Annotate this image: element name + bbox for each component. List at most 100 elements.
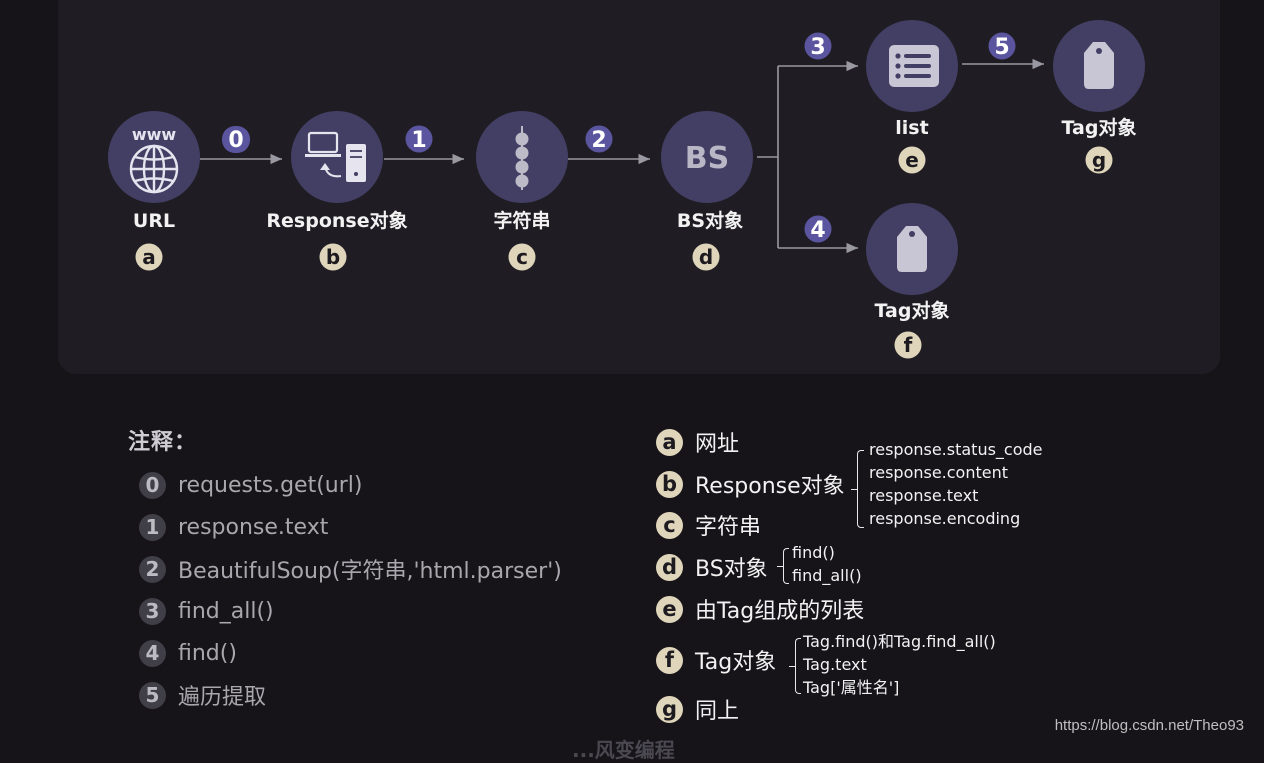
legend-badge: g xyxy=(656,695,683,723)
svg-text:4: 4 xyxy=(810,218,825,243)
note-step: 1 response.text xyxy=(139,512,328,542)
legend-item: g 同上 xyxy=(656,693,739,725)
legend-label: 字符串 xyxy=(695,515,762,540)
step-badge-3: 3 xyxy=(804,32,832,60)
legend-badge: e xyxy=(656,595,683,623)
list-icon xyxy=(889,45,939,87)
node-response: Response对象 b xyxy=(266,111,408,271)
legend-badge: b xyxy=(656,470,683,498)
svg-text:www: www xyxy=(132,125,177,144)
node-list-label: list xyxy=(895,117,928,139)
attr-item: response.encoding xyxy=(869,509,1021,528)
attr-item: response.text xyxy=(869,486,979,505)
legend-label: 由Tag组成的列表 xyxy=(695,599,865,624)
note-step: 4 find() xyxy=(139,638,237,668)
note-step-number: 1 xyxy=(139,513,166,541)
watermark: https://blog.csdn.net/Theo93 xyxy=(1054,717,1244,734)
legend-label: Response对象 xyxy=(695,474,845,499)
step-badge-2: 2 xyxy=(585,125,613,153)
legend-item: f Tag对象 xyxy=(656,644,776,676)
node-string: 字符串 c xyxy=(476,111,568,271)
node-string-label: 字符串 xyxy=(493,209,550,232)
computer-server-icon xyxy=(305,131,366,182)
note-step-label: BeautifulSoup(字符串,'html.parser') xyxy=(178,559,562,584)
node-list: list e xyxy=(866,20,958,174)
bs-bracket xyxy=(777,548,789,584)
svg-text:2: 2 xyxy=(591,128,606,153)
legend-label: 同上 xyxy=(695,699,740,724)
node-bs-badge: d xyxy=(699,245,713,269)
tag-bracket xyxy=(789,638,801,694)
note-step-label: 遍历提取 xyxy=(178,685,267,710)
node-list-badge: e xyxy=(905,148,919,172)
legend-label: Tag对象 xyxy=(695,650,777,675)
node-response-label: Response对象 xyxy=(266,209,407,232)
legend-badge: c xyxy=(656,511,683,539)
note-step-number: 4 xyxy=(139,639,166,667)
bs-methods: find() find_all() xyxy=(792,541,862,587)
step-badge-1: 1 xyxy=(405,125,433,153)
method-item: find() xyxy=(792,543,835,562)
diagram-panel xyxy=(58,0,1220,374)
legend-label: 网址 xyxy=(695,432,740,457)
flow-diagram: 0 1 2 3 4 5 www URL xyxy=(108,20,1145,359)
svg-text:1: 1 xyxy=(411,128,426,153)
response-bracket xyxy=(851,450,864,528)
method-item: Tag.find()和Tag.find_all() xyxy=(803,632,996,651)
node-string-badge: c xyxy=(516,245,528,269)
node-url-badge: a xyxy=(142,245,156,269)
node-response-badge: b xyxy=(326,245,340,269)
node-bs-label: BS对象 xyxy=(677,209,743,232)
node-url: www URL a xyxy=(108,111,200,271)
tag-icon xyxy=(1084,42,1114,89)
node-tag-f-badge: f xyxy=(904,333,913,357)
notes-title: 注释： xyxy=(128,430,198,455)
note-step-number: 2 xyxy=(139,555,166,583)
node-tag-g: Tag对象 g xyxy=(1053,20,1145,174)
faded-footer-text: ...风变编程 xyxy=(572,738,675,762)
arrow-d-split xyxy=(757,66,779,248)
string-beads-icon xyxy=(515,126,529,190)
step-badge-4: 4 xyxy=(804,215,832,243)
method-item: Tag['属性名'] xyxy=(803,678,900,697)
svg-text:0: 0 xyxy=(228,128,243,153)
step-badge-0: 0 xyxy=(222,126,250,153)
arrows xyxy=(200,58,1044,254)
svg-text:3: 3 xyxy=(810,35,825,60)
legend-item: b Response对象 xyxy=(656,468,845,500)
node-tag-f: Tag对象 f xyxy=(866,203,958,359)
svg-text:5: 5 xyxy=(994,35,1009,60)
note-step-label: response.text xyxy=(178,514,329,540)
note-step-number: 0 xyxy=(139,471,166,499)
method-item: Tag.text xyxy=(803,655,867,674)
attr-item: response.status_code xyxy=(869,440,1043,459)
legend-badge: d xyxy=(656,553,683,581)
globe-www-icon: www xyxy=(129,125,179,194)
step-badge-5: 5 xyxy=(988,32,1016,60)
note-step-label: find_all() xyxy=(178,598,274,624)
tag-methods: Tag.find()和Tag.find_all() Tag.text Tag['… xyxy=(803,630,996,699)
note-step: 2 BeautifulSoup(字符串,'html.parser') xyxy=(139,554,562,584)
legend-item: a 网址 xyxy=(656,426,739,458)
method-item: find_all() xyxy=(792,566,862,585)
node-tag-g-badge: g xyxy=(1092,148,1106,172)
legend-item: d BS对象 xyxy=(656,551,768,583)
note-step-label: requests.get(url) xyxy=(178,472,363,498)
note-step-label: find() xyxy=(178,640,237,666)
node-tag-f-label: Tag对象 xyxy=(875,299,950,322)
bs-text-icon: BS xyxy=(685,141,729,176)
node-tag-g-label: Tag对象 xyxy=(1062,116,1137,139)
legend-badge: a xyxy=(656,428,683,456)
tag-icon xyxy=(897,226,927,272)
legend-badge: f xyxy=(656,646,683,674)
response-attributes: response.status_code response.content re… xyxy=(869,438,1043,530)
node-url-label: URL xyxy=(133,210,175,232)
note-step-number: 5 xyxy=(139,681,166,709)
legend-item: c 字符串 xyxy=(656,509,761,541)
node-bs: BS BS对象 d xyxy=(661,111,753,271)
note-step: 3 find_all() xyxy=(139,596,274,626)
attr-item: response.content xyxy=(869,463,1009,482)
note-step: 5 遍历提取 xyxy=(139,680,266,710)
legend-item: e 由Tag组成的列表 xyxy=(656,593,864,625)
note-step: 0 requests.get(url) xyxy=(139,470,362,500)
